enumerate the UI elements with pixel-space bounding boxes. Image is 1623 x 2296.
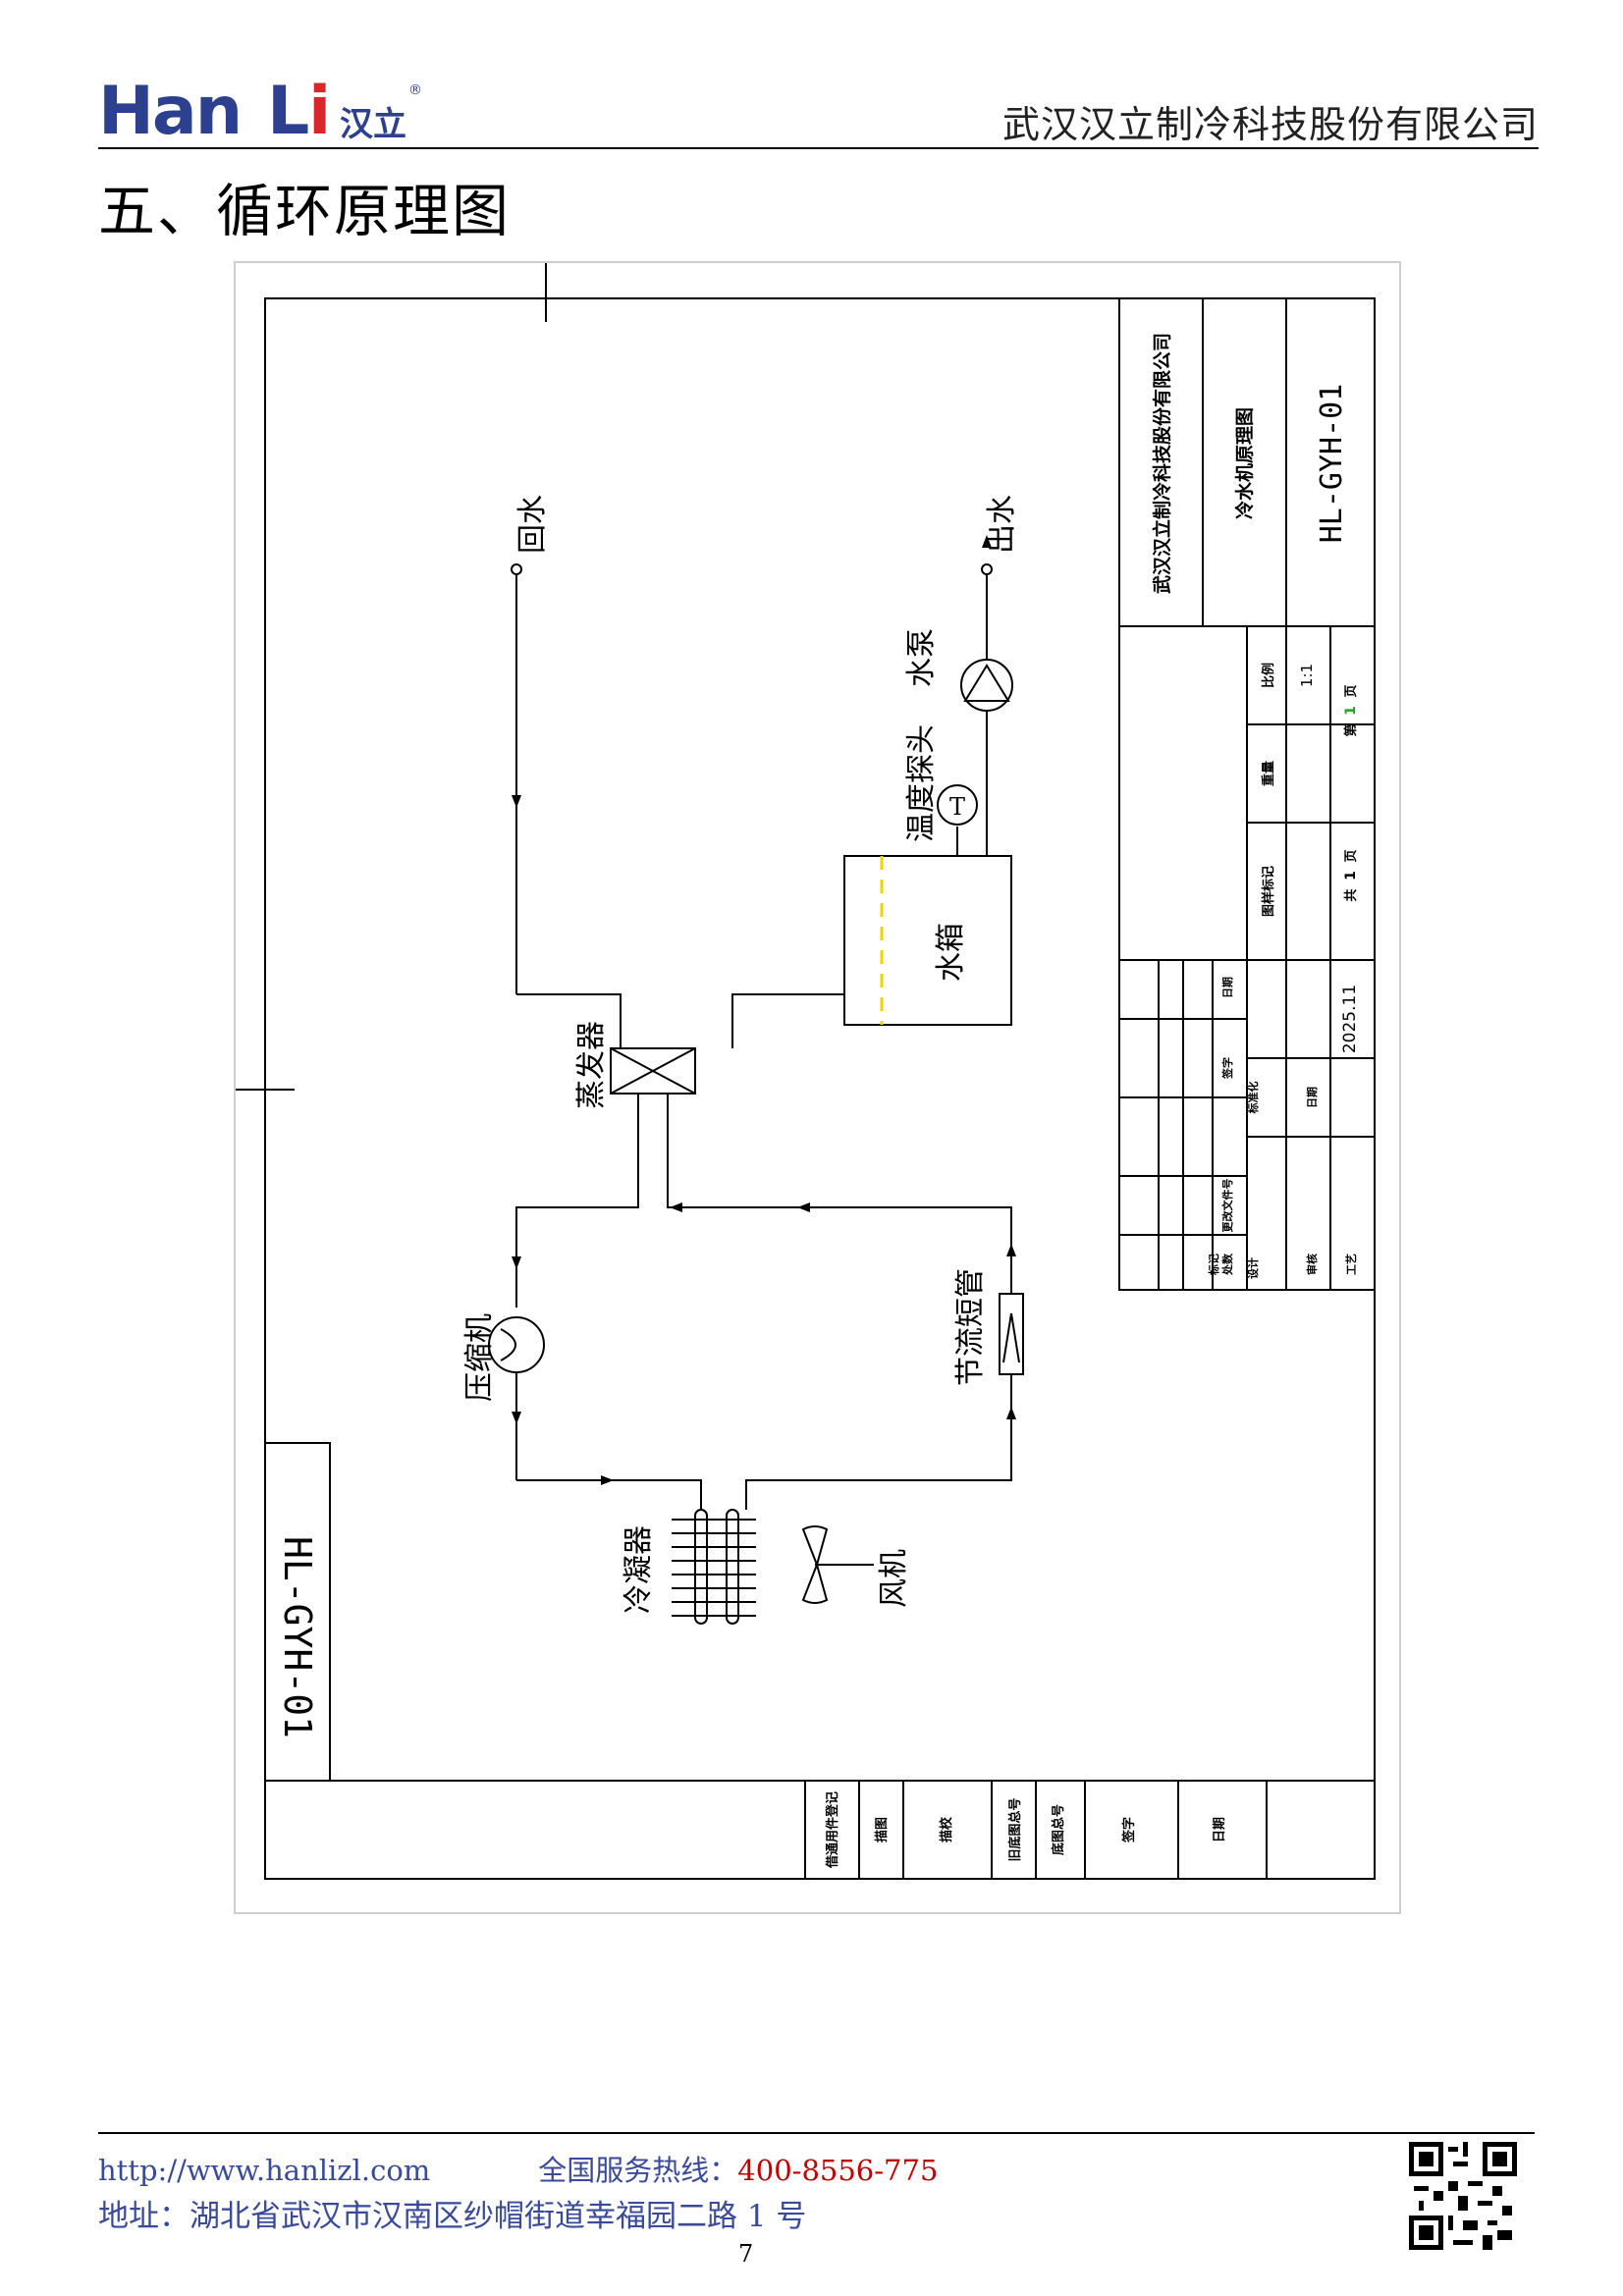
svg-text:描图: 描图	[874, 1817, 890, 1842]
tb-date: 2025.11	[1340, 985, 1360, 1053]
svg-text:日期: 日期	[1305, 1087, 1319, 1108]
label-outlet-water: 出水	[985, 495, 1019, 554]
side-code-box	[264, 1442, 331, 1782]
svg-text:页: 页	[1344, 849, 1359, 862]
svg-text:第: 第	[1343, 723, 1359, 736]
company-name: 武汉汉立制冷科技股份有限公司	[1001, 103, 1539, 146]
cycle-schematic: 回水 出水 温度探头 水泵 水箱 蒸发器 压缩机 节流短管 冷凝器 风机 T H…	[234, 261, 1401, 1914]
fan-symbol	[801, 1525, 874, 1604]
svg-text:重量: 重量	[1261, 761, 1276, 786]
return-water-port	[511, 563, 522, 575]
footer-contact: http://www.hanlizl.com 全国服务热线：400-8556-77…	[98, 2148, 938, 2189]
outlet-water-port	[981, 563, 993, 575]
svg-text:图样标记: 图样标记	[1261, 866, 1276, 917]
throttle-tube-symbol	[999, 1293, 1024, 1375]
svg-text:®: ®	[408, 82, 422, 98]
tb-sheet-number: 1	[1343, 706, 1359, 716]
label-pump: 水泵	[904, 628, 939, 687]
svg-text:i: i	[308, 77, 331, 145]
label-condenser: 冷凝器	[622, 1525, 656, 1614]
label-compressor: 压缩机	[462, 1313, 497, 1402]
svg-text:标准化: 标准化	[1246, 1082, 1260, 1115]
svg-text:日期: 日期	[1213, 1817, 1227, 1842]
svg-text:标记: 标记	[1207, 1254, 1220, 1276]
label-evaporator: 蒸发器	[574, 1021, 609, 1109]
evaporator-symbol	[610, 1047, 696, 1095]
section-title: 五、循环原理图	[98, 178, 512, 244]
svg-text:审核: 审核	[1305, 1254, 1319, 1275]
svg-text:更改文件号: 更改文件号	[1220, 1179, 1234, 1233]
condenser-symbol	[672, 1509, 756, 1625]
tb-drawing-name: 冷水机原理图	[1233, 407, 1256, 519]
label-return-water: 回水	[515, 495, 550, 554]
label-fan: 风机	[877, 1549, 911, 1608]
temp-probe-symbol	[937, 784, 978, 826]
website-link[interactable]: http://www.hanlizl.com	[98, 2154, 431, 2187]
side-drawing-code: HL-GYH-01	[276, 1536, 319, 1738]
footer-address: 地址：湖北省武汉市汉南区纱帽街道幸福园二路 1 号	[98, 2199, 807, 2234]
svg-text:Han: Han	[98, 77, 241, 145]
hanli-logo: Han L i 汉立 ®	[98, 77, 422, 145]
svg-text:比例: 比例	[1261, 663, 1276, 688]
svg-text:页: 页	[1344, 684, 1359, 697]
water-tank	[843, 855, 1012, 1026]
svg-text:借通用件登记: 借通用件登记	[825, 1791, 840, 1869]
label-temp-probe: 温度探头	[904, 724, 939, 842]
svg-text:共: 共	[1343, 888, 1359, 901]
page-number: 7	[738, 2240, 754, 2268]
svg-text:旧底图总号: 旧底图总号	[1007, 1797, 1023, 1861]
hotline-number: 400-8556-775	[737, 2154, 939, 2187]
probe-symbol-letter: T	[949, 793, 965, 821]
tb-code: HL-GYH-01	[1315, 384, 1349, 544]
svg-text:底图总号: 底图总号	[1051, 1804, 1066, 1855]
svg-text:1: 1	[1343, 871, 1359, 881]
svg-text:设计: 设计	[1246, 1257, 1260, 1279]
svg-text:描校: 描校	[939, 1816, 954, 1842]
svg-text:签字: 签字	[1220, 1057, 1234, 1080]
svg-text:1:1: 1:1	[1298, 664, 1316, 687]
label-tank: 水箱	[934, 923, 968, 982]
label-throttle: 节流短管	[953, 1268, 988, 1386]
logo-cn: 汉立	[340, 105, 406, 144]
svg-text:工艺: 工艺	[1344, 1254, 1358, 1275]
svg-text:L: L	[267, 77, 309, 145]
svg-text:处数: 处数	[1220, 1253, 1234, 1276]
footer-divider	[98, 2132, 1535, 2134]
tb-company: 武汉汉立制冷科技股份有限公司	[1151, 333, 1173, 594]
svg-text:签字: 签字	[1121, 1817, 1137, 1843]
qr-code-icon	[1409, 2142, 1517, 2250]
header-divider	[98, 147, 1539, 149]
hotline-label: 全国服务热线：	[538, 2154, 738, 2187]
svg-text:日期: 日期	[1220, 977, 1234, 998]
